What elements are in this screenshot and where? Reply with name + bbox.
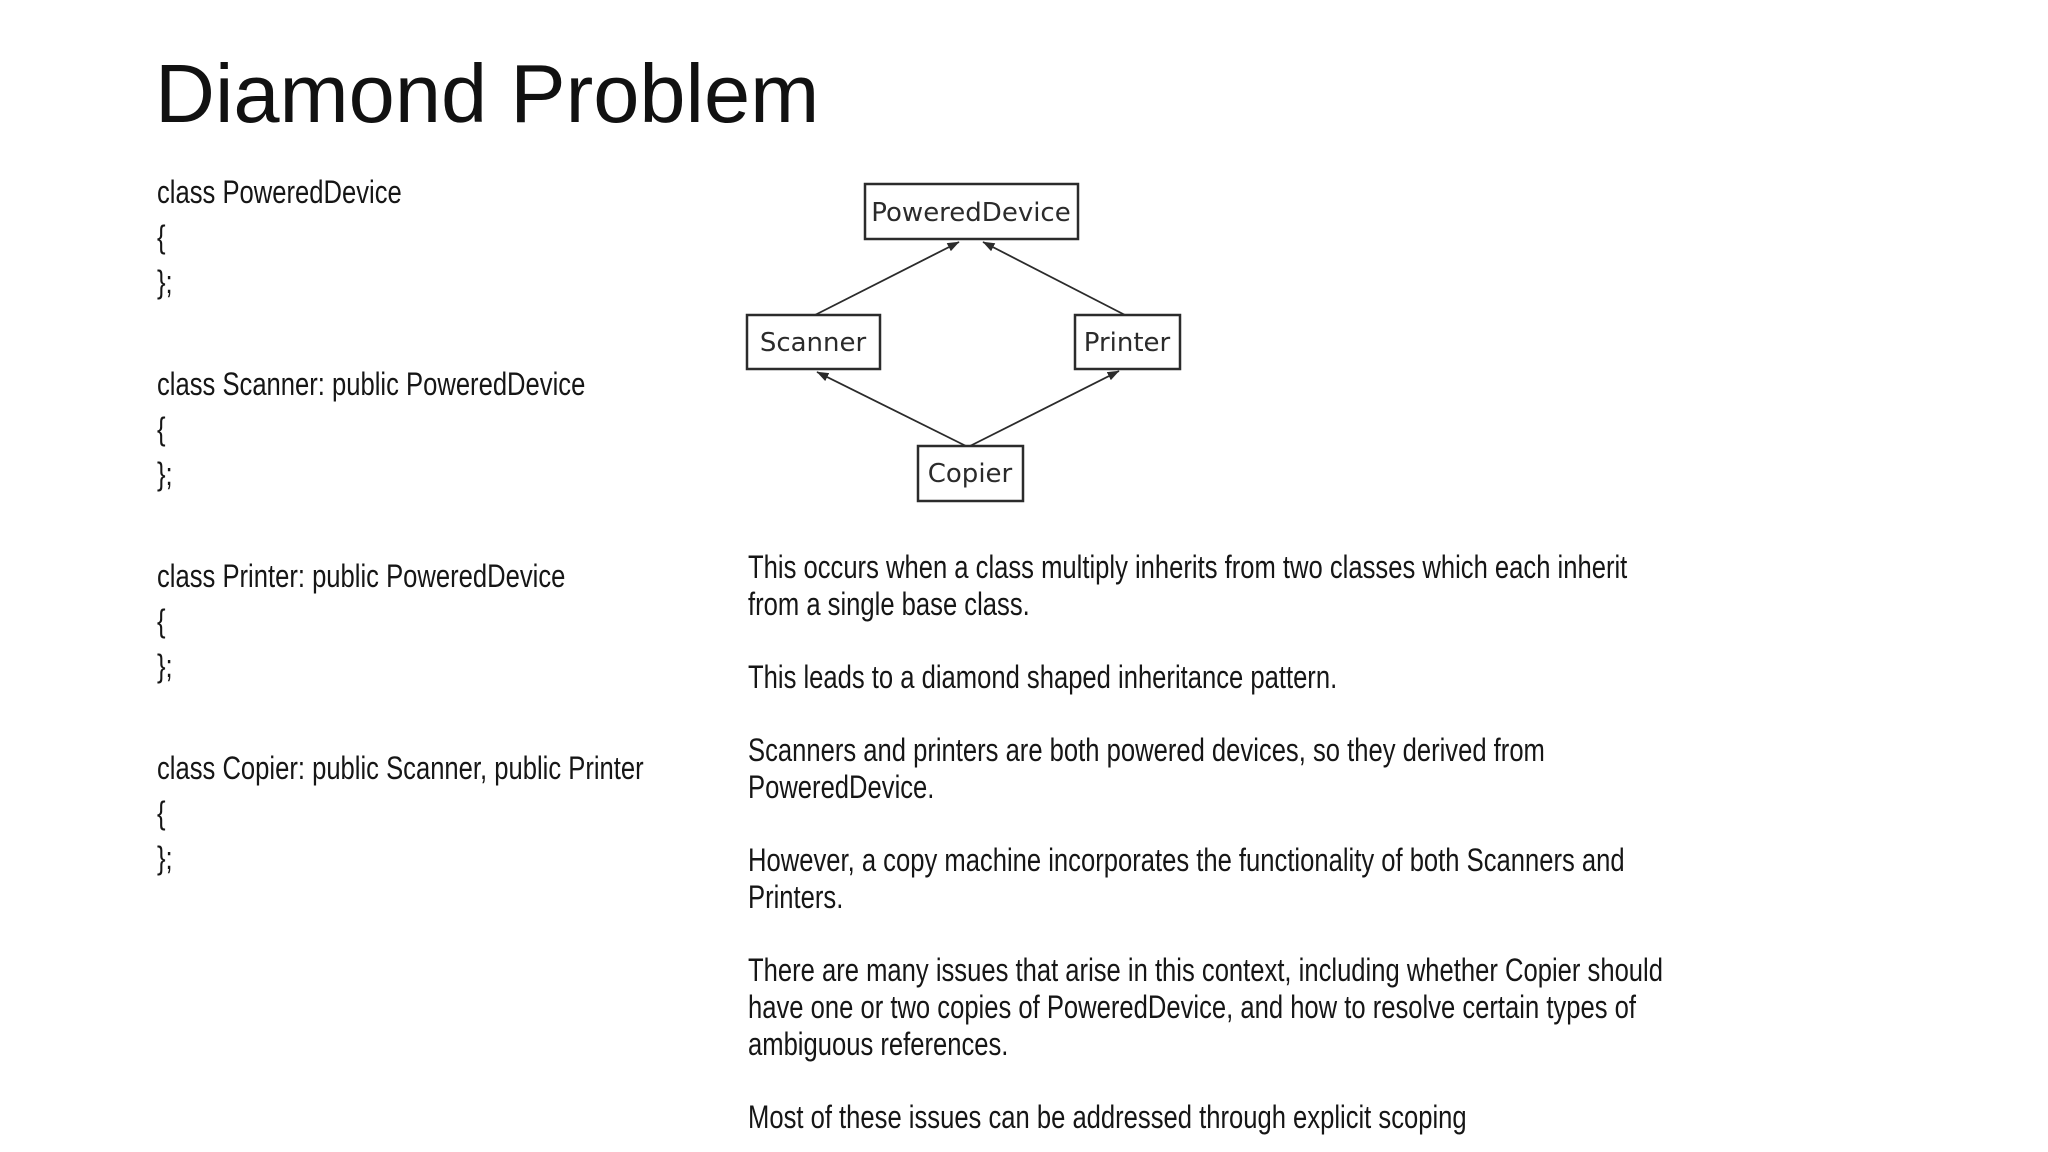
- code-block-powereddevice: class PoweredDevice { };: [157, 174, 402, 300]
- inheritance-diagram: PoweredDevice Scanner Printer Copier: [745, 182, 1182, 503]
- diagram-edge-printer-to-powereddevice: [982, 241, 1126, 316]
- body-paragraph-3: Scanners and printers are both powered d…: [748, 732, 1545, 805]
- diagram-node-copier-label: Copier: [928, 459, 1013, 489]
- diagram-edge-copier-to-scanner: [816, 371, 969, 448]
- diagram-node-scanner-box: [745, 313, 882, 371]
- code-block-copier: class Copier: public Scanner, public Pri…: [157, 750, 644, 876]
- diagram-edge-scanner-to-powereddevice: [814, 241, 960, 316]
- diagram-node-printer-box: [1073, 313, 1182, 371]
- body-paragraph-4: However, a copy machine incorporates the…: [748, 842, 1625, 915]
- diagram-node-copier-box: [916, 444, 1025, 503]
- body-paragraph-6: Most of these issues can be addressed th…: [748, 1099, 1467, 1135]
- diagram-edge-copier-to-printer: [967, 370, 1120, 448]
- code-column: class PoweredDevice { }; class Scanner: …: [157, 170, 765, 938]
- code-block-scanner: class Scanner: public PoweredDevice { };: [157, 366, 586, 492]
- body-paragraph-2: This leads to a diamond shaped inheritan…: [748, 659, 1338, 695]
- body-paragraph-5: There are many issues that arise in this…: [748, 952, 1663, 1062]
- slide-title: Diamond Problem: [155, 47, 820, 140]
- body-column: This occurs when a class multiply inheri…: [748, 549, 1868, 1152]
- body-paragraph-1: This occurs when a class multiply inheri…: [748, 549, 1628, 622]
- diagram-node-powereddevice-box: [863, 182, 1080, 241]
- diagram-node-printer-label: Printer: [1084, 328, 1171, 358]
- diagram-node-powereddevice-label: PoweredDevice: [871, 198, 1070, 228]
- code-block-printer: class Printer: public PoweredDevice { };: [157, 558, 566, 684]
- diagram-node-scanner-label: Scanner: [760, 328, 867, 358]
